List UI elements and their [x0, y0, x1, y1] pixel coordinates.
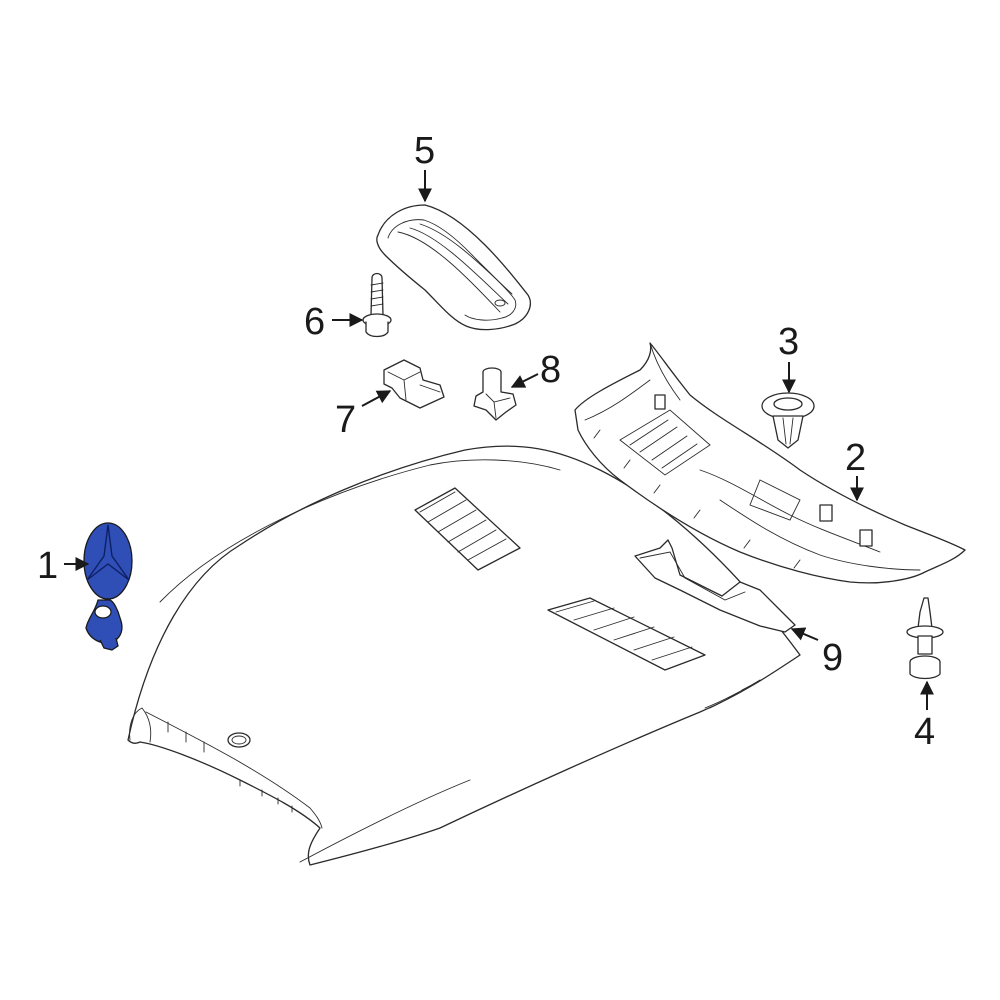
- callout-2: 2: [845, 437, 866, 502]
- callout-8: 8: [510, 349, 561, 391]
- callout-1: 1: [37, 545, 90, 587]
- callout-7: 7: [335, 390, 392, 441]
- bracket-part-7[interactable]: [383, 359, 445, 409]
- svg-text:8: 8: [540, 349, 561, 391]
- svg-text:2: 2: [845, 437, 866, 479]
- cowl-panel-part-2[interactable]: [574, 342, 966, 584]
- callout-5: 5: [414, 130, 435, 203]
- callout-6: 6: [304, 301, 364, 343]
- hood-vent-front: [414, 487, 521, 571]
- clip-part-3[interactable]: [761, 392, 815, 449]
- callout-4: 4: [914, 680, 935, 753]
- pad-part-5[interactable]: [376, 204, 531, 331]
- bumper-stop-part-4[interactable]: [906, 597, 944, 680]
- svg-text:1: 1: [37, 545, 58, 587]
- svg-text:6: 6: [304, 301, 325, 343]
- svg-text:3: 3: [778, 321, 799, 363]
- clip-part-8[interactable]: [473, 367, 517, 421]
- bolt-part-6[interactable]: [362, 272, 392, 338]
- callout-3: 3: [778, 321, 799, 394]
- svg-text:5: 5: [414, 130, 435, 172]
- svg-text:9: 9: [822, 637, 843, 679]
- svg-text:4: 4: [914, 711, 935, 753]
- emblem-part-1[interactable]: [83, 522, 133, 651]
- callout-9: 9: [790, 627, 843, 679]
- hood-panel[interactable]: [127, 445, 801, 866]
- seal-part-9[interactable]: [634, 539, 796, 633]
- svg-text:7: 7: [335, 399, 356, 441]
- hood-vent-rear: [547, 597, 706, 671]
